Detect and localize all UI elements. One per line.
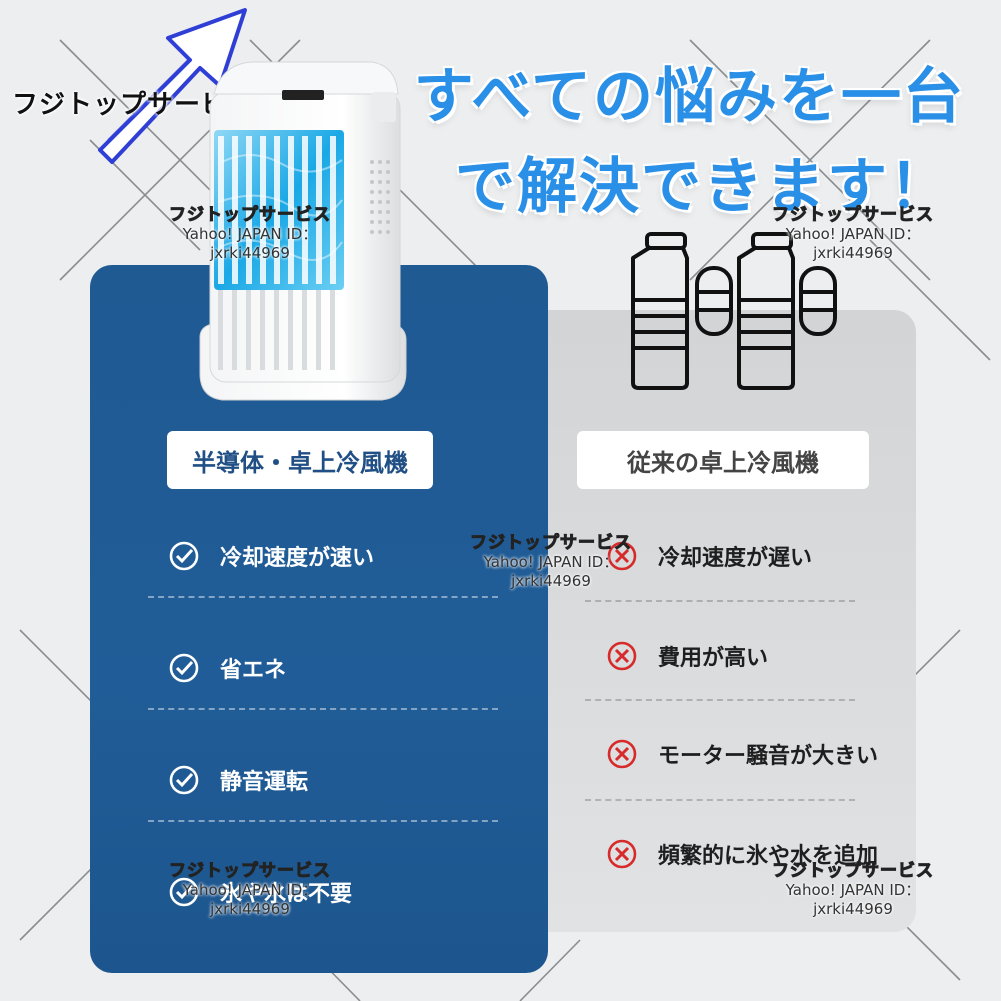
feature-item: 費用が高い: [606, 640, 768, 672]
watermark-brand: フジトップサービス: [772, 861, 934, 882]
feature-item: 氷や水は不要: [168, 876, 352, 908]
watermark: フジトップサービス Yahoo! JAPAN ID： jxrki44969: [748, 200, 958, 263]
feature-text: 静音運転: [220, 770, 309, 795]
divider: [148, 820, 498, 822]
watermark: フジトップサービス Yahoo! JAPAN ID： jxrki44969: [748, 856, 958, 919]
watermark-brand: フジトップサービス: [169, 861, 331, 882]
watermark: フジトップサービス Yahoo! JAPAN ID： jxrki44969: [446, 528, 656, 591]
feature-text: 省エネ: [220, 658, 287, 683]
watermark: フジトップサービス Yahoo! JAPAN ID： jxrki44969: [145, 856, 355, 919]
feature-text: 頻繁的に氷や水を追加: [658, 844, 879, 869]
watermark-id-value: jxrki44969: [813, 900, 893, 918]
cross-circle-icon: [607, 739, 637, 769]
ice-bottles-icon: [631, 232, 837, 390]
check-circle-icon: [169, 765, 199, 795]
watermark-id-label: Yahoo! JAPAN ID：: [785, 881, 921, 899]
feature-item: 省エネ: [168, 652, 286, 684]
cooler-fan-image: [199, 61, 407, 401]
conventional-cooler-label: 従来の卓上冷風機: [577, 431, 869, 489]
feature-text: 費用が高い: [658, 646, 769, 671]
feature-text: 冷却速度が速い: [220, 546, 375, 571]
cross-circle-icon: [607, 839, 637, 869]
headline-line-1: すべての悩みを一台: [413, 62, 965, 132]
feature-item: 冷却速度が速い: [168, 540, 374, 572]
watermark-id-value: jxrki44969: [210, 244, 290, 262]
feature-text: 冷却速度が遅い: [658, 546, 813, 571]
watermark: フジトップサービス Yahoo! JAPAN ID： jxrki44969: [145, 200, 355, 263]
check-circle-icon: [169, 653, 199, 683]
feature-text: モーター騒音が大きい: [658, 744, 879, 769]
watermark-brand: フジトップサービス: [470, 533, 632, 554]
watermark-id-label: Yahoo! JAPAN ID：: [785, 225, 921, 243]
check-circle-icon: [169, 877, 199, 907]
watermark-id-value: jxrki44969: [813, 244, 893, 262]
headline-line-2: で解決できます！: [455, 152, 951, 222]
watermark-brand: フジトップサービス: [169, 205, 331, 226]
watermark-id-value: jxrki44969: [511, 572, 591, 590]
divider: [585, 799, 855, 801]
feature-item: モーター騒音が大きい: [606, 738, 878, 770]
cross-circle-icon: [607, 641, 637, 671]
check-circle-icon: [169, 541, 199, 571]
divider: [585, 600, 855, 602]
arrow-logo-icon: [98, 8, 247, 164]
feature-item: 冷却速度が遅い: [606, 540, 812, 572]
divider: [148, 708, 498, 710]
feature-item: 頻繁的に氷や水を追加: [606, 838, 878, 870]
feature-item: 静音運転: [168, 764, 308, 796]
watermark-id-value: jxrki44969: [210, 900, 290, 918]
semiconductor-cooler-label: 半導体・卓上冷風機: [167, 431, 433, 489]
conventional-panel: [548, 310, 916, 932]
watermark-id-label: Yahoo! JAPAN ID：: [483, 553, 619, 571]
divider: [148, 596, 498, 598]
divider: [585, 699, 855, 701]
feature-text: 氷や水は不要: [220, 882, 353, 907]
watermark-id-label: Yahoo! JAPAN ID：: [182, 881, 318, 899]
watermark-id-label: Yahoo! JAPAN ID：: [182, 225, 318, 243]
cross-circle-icon: [607, 541, 637, 571]
watermark-brand: フジトップサービス: [772, 205, 934, 226]
